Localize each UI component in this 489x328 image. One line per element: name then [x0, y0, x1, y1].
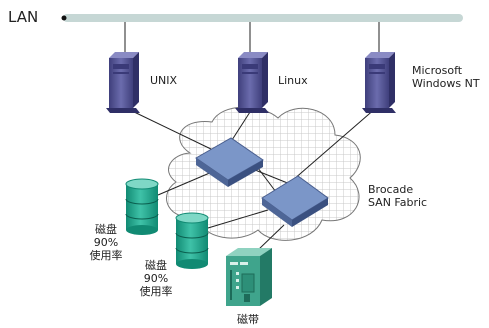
disk-array-1-label-line1: 磁盘 [95, 223, 117, 236]
disk-array-1-label-line2: 90% [93, 236, 119, 249]
disk-array-2-label-line3: 使用率 [139, 285, 173, 298]
tape-library-label: 磁带 [237, 313, 259, 326]
disk-array-2-label-line1: 磁盘 [145, 259, 167, 272]
disk-array-2 [175, 212, 209, 269]
fabric-label-line2: SAN Fabric [368, 196, 428, 209]
server-windows-nt [362, 52, 396, 113]
server-linux [235, 52, 269, 113]
server-linux-label: Linux [278, 74, 308, 87]
disk-array-2-label: 磁盘 90% 使用率 [134, 259, 178, 298]
lan-label: LAN [8, 8, 39, 26]
server-windows-nt-label-line1: Microsoft [412, 64, 463, 77]
fabric-label-line1: Brocade [368, 183, 414, 196]
disk-array-1 [125, 178, 159, 235]
lan-bar [63, 14, 463, 22]
server-windows-nt-label-line2: Windows NT [412, 77, 480, 90]
san-switch-2 [261, 175, 329, 227]
disk-array-2-label-line2: 90% [143, 272, 169, 285]
tape-library [226, 248, 272, 306]
lan-drop-lines [124, 22, 380, 52]
disk-array-1-label-line3: 使用率 [89, 249, 123, 262]
lan-bar-endpoint [61, 15, 67, 21]
server-windows-nt-label: Microsoft Windows NT [412, 64, 480, 90]
san-switch-1 [195, 137, 264, 187]
server-unix [106, 52, 140, 113]
fabric-label: Brocade SAN Fabric [368, 183, 427, 209]
server-unix-label: UNIX [150, 74, 178, 87]
disk-array-1-label: 磁盘 90% 使用率 [84, 223, 128, 262]
